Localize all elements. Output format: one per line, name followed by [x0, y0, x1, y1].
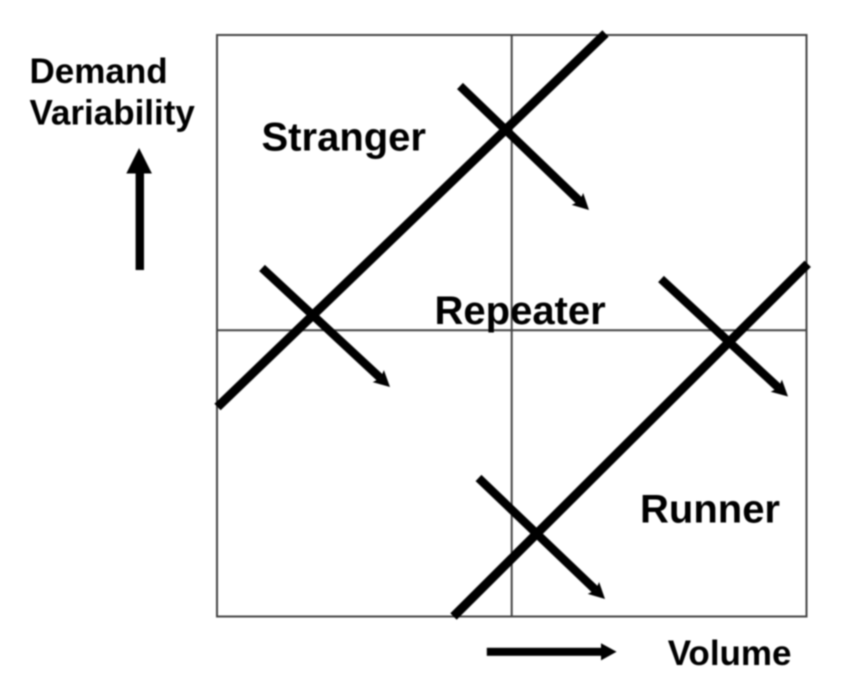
svg-text:Variability: Variability	[30, 94, 196, 133]
svg-text:Runner: Runner	[640, 488, 780, 532]
svg-text:Demand: Demand	[30, 52, 168, 91]
svg-text:Repeater: Repeater	[435, 289, 606, 333]
svg-text:Stranger: Stranger	[262, 116, 427, 160]
svg-text:Volume: Volume	[668, 634, 792, 673]
